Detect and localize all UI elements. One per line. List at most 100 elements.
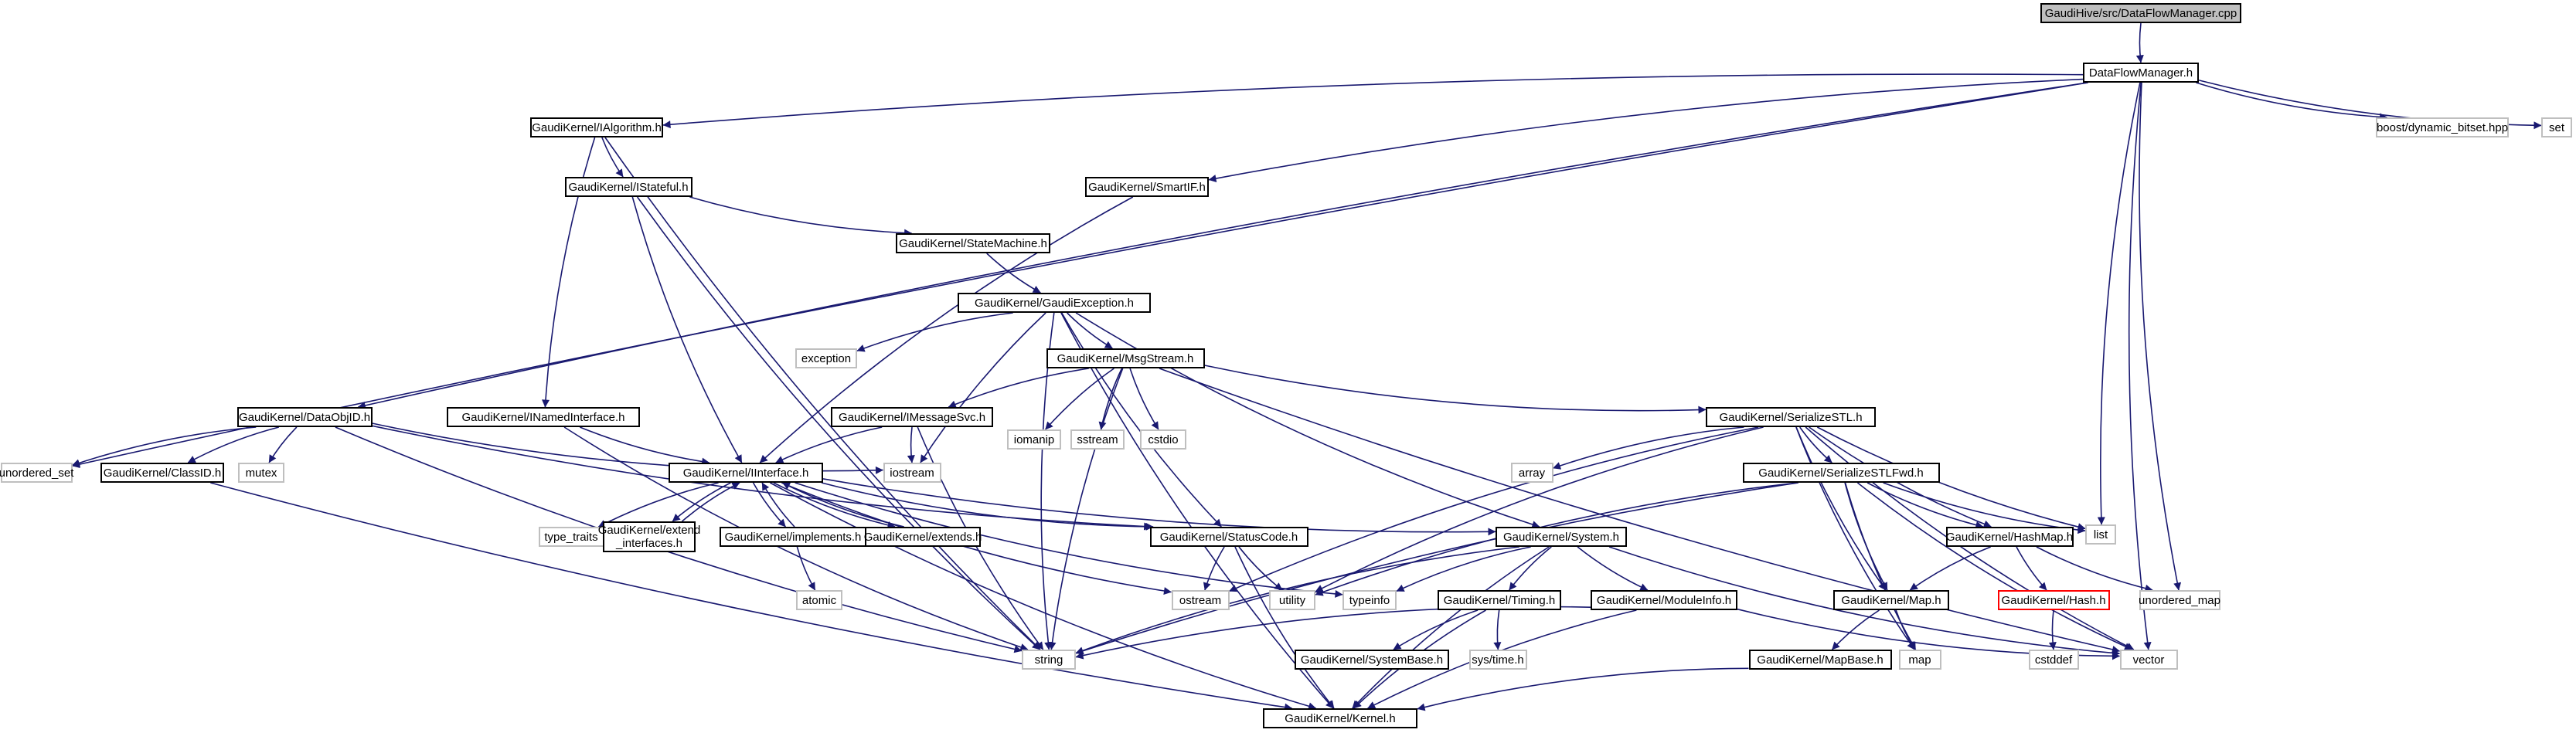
node-dataflowmanager-h[interactable]: DataFlowManager.h [2083, 63, 2199, 83]
edge-serstl-to-map [1795, 426, 1915, 650]
node-moduleinfo-h[interactable]: GaudiKernel/ModuleInfo.h [1591, 590, 1737, 610]
edge-msgstream-to-serstl [1204, 365, 1707, 414]
node-serializestlfwd-h[interactable]: GaudiKernel/SerializeSTLFwd.h [1742, 463, 1940, 483]
node-unordered-map: unordered_map [2139, 590, 2220, 610]
edge-iinterface-to-system [822, 478, 1496, 536]
edge-statuscode-to-kernel [1234, 546, 1335, 709]
node-msgstream-h[interactable]: GaudiKernel/MsgStream.h [1046, 348, 1205, 368]
edge-serstl-to-list [1816, 426, 2086, 531]
node-mapbase-h[interactable]: GaudiKernel/MapBase.h [1748, 650, 1892, 670]
edge-msgstream-to-string [1048, 368, 1124, 650]
edge-dataobjid-to-statuscode [372, 425, 1152, 531]
edge-serstl-to-serstlfwd [1799, 426, 1832, 463]
edge-map_h-to-mapbase [1831, 609, 1880, 650]
edge-serstl-to-utility [1315, 426, 1764, 592]
edge-serstl-to-vector [1805, 426, 2135, 650]
edge-dataobjid-to-string [335, 426, 1023, 653]
edge-system-to-timing [1509, 546, 1552, 591]
edge-system-to-typeinfo [1396, 546, 1531, 592]
edge-gaudiexc-to-kernel [1060, 312, 1334, 709]
node-cstdio: cstdio [1140, 429, 1186, 450]
node-iostream: iostream [883, 463, 941, 483]
node-statuscode-h[interactable]: GaudiKernel/StatusCode.h [1149, 527, 1308, 547]
edge-system-to-vector [1608, 546, 2120, 657]
edge-system-to-string [1075, 546, 1519, 654]
edge-dfm-to-unordered_map [2139, 82, 2182, 591]
node-istateful-h[interactable]: GaudiKernel/IStateful.h [564, 177, 692, 197]
edge-dfm-to-unordered_set [72, 82, 2088, 469]
node-list: list [2085, 524, 2116, 545]
node-unordered-set: unordered_set [0, 463, 73, 483]
edge-dataobjid-to-mutex [268, 426, 298, 463]
edge-msgstream-to-imsgsvc [948, 368, 1089, 409]
edge-serstlfwd-to-string [1075, 482, 1799, 655]
node-ostream: ostream [1171, 590, 1230, 610]
edge-gaudiexc-to-iostream [920, 312, 1046, 463]
node-classid-h[interactable]: GaudiKernel/ClassID.h [100, 463, 224, 483]
edge-timing-to-systime [1493, 609, 1502, 650]
node-hashmap-h[interactable]: GaudiKernel/HashMap.h [1945, 527, 2074, 547]
edge-msgstream-to-sstream [1098, 368, 1123, 430]
edge-gaudiexc-to-statuscode [1061, 312, 1222, 528]
edge-istateful-to-statemachine [689, 196, 913, 237]
node-kernel-h[interactable]: GaudiKernel/Kernel.h [1263, 708, 1417, 728]
edge-iinterface-to-ostream [781, 482, 1172, 595]
edge-msgstream-to-iomanip [1045, 368, 1114, 430]
node-map: map [1898, 650, 1941, 670]
edge-iinterface-to-type_traits [597, 482, 719, 528]
node-systembase-h[interactable]: GaudiKernel/SystemBase.h [1295, 650, 1449, 670]
node-gaudiexception-h[interactable]: GaudiKernel/GaudiException.h [958, 293, 1151, 313]
edge-dataobjid-to-unordered_set [72, 426, 257, 467]
edge-system-to-moduleinfo [1577, 546, 1649, 591]
node-imessagesvc-h[interactable]: GaudiKernel/IMessageSvc.h [831, 407, 993, 427]
node-sys-time-h: sys/time.h [1468, 650, 1527, 670]
node-smartif-h[interactable]: GaudiKernel/SmartIF.h [1085, 177, 1209, 197]
node-timing-h[interactable]: GaudiKernel/Timing.h [1438, 590, 1561, 610]
edge-gaudiexc-to-system [1075, 312, 1540, 528]
edge-statuscode-to-ostream [1203, 546, 1225, 591]
node-type-traits: type_traits [538, 527, 604, 547]
edge-hashmap-to-hash_h [2016, 546, 2047, 591]
node-exception: exception [795, 348, 857, 368]
edge-smartif-to-iinterface [759, 196, 1134, 463]
edge-ialg-to-inamed [542, 137, 596, 408]
edge-iinterface-to-implements [752, 482, 786, 528]
edge-dfm-to-list [2097, 82, 2141, 525]
node-root[interactable]: GaudiHive/src/DataFlowManager.cpp [2040, 3, 2241, 23]
edge-iinterface-to-kernel [770, 482, 1317, 711]
edge-serstl-to-array [1553, 426, 1744, 470]
edge-dfm-to-dynbitset [2196, 82, 2388, 121]
node-statemachine-h[interactable]: GaudiKernel/StateMachine.h [896, 233, 1050, 253]
edge-inamed-to-string [563, 426, 1029, 651]
edge-iinterface-to-typeinfo [795, 482, 1343, 598]
edge-iinterface-to-statuscode [821, 482, 1154, 531]
node-inamedinterface-h[interactable]: GaudiKernel/INamedInterface.h [447, 407, 640, 427]
node-dynamic-bitset-hpp: boost/dynamic_bitset.hpp [2376, 117, 2509, 137]
node-map-h[interactable]: GaudiKernel/Map.h [1833, 590, 1949, 610]
node-extend-interfaces-h[interactable]: GaudiKernel/extend _interfaces.h [598, 521, 700, 552]
edge-implements-to-atomic [796, 546, 816, 591]
node-iomanip: iomanip [1007, 429, 1061, 450]
node-hash-h[interactable]: GaudiKernel/Hash.h [1997, 590, 2110, 610]
edge-timing-to-systembase [1393, 609, 1479, 650]
node-implements-h[interactable]: GaudiKernel/implements.h [720, 527, 866, 547]
node-serializestl-h[interactable]: GaudiKernel/SerializeSTL.h [1706, 407, 1876, 427]
edge-layer [72, 22, 2542, 711]
node-iinterface-h[interactable]: GaudiKernel/IInterface.h [669, 463, 823, 483]
edge-extendif-to-iinterface [681, 482, 740, 522]
node-atomic: atomic [796, 590, 842, 610]
node-dataobjid-h[interactable]: GaudiKernel/DataObjID.h [237, 407, 373, 427]
edge-imsgsvc-to-iostream [907, 426, 915, 463]
edge-statemachine-to-gaudiexc [986, 253, 1041, 294]
edge-msgstream-to-cstdio [1129, 368, 1159, 430]
edge-iinterface-to-extendif [672, 482, 731, 522]
node-set: set [2541, 117, 2572, 137]
edge-serstl-to-ostream [1229, 426, 1759, 592]
edge-mapbase-to-kernel [1417, 667, 1749, 711]
edge-gaudiexc-to-exception [856, 312, 1013, 352]
node-extends-h[interactable]: GaudiKernel/extends.h [864, 527, 982, 547]
node-ialgorithm-h[interactable]: GaudiKernel/IAlgorithm.h [530, 117, 663, 137]
edge-msgstream-to-vector [1159, 368, 2120, 653]
node-system-h[interactable]: GaudiKernel/System.h [1496, 527, 1627, 547]
